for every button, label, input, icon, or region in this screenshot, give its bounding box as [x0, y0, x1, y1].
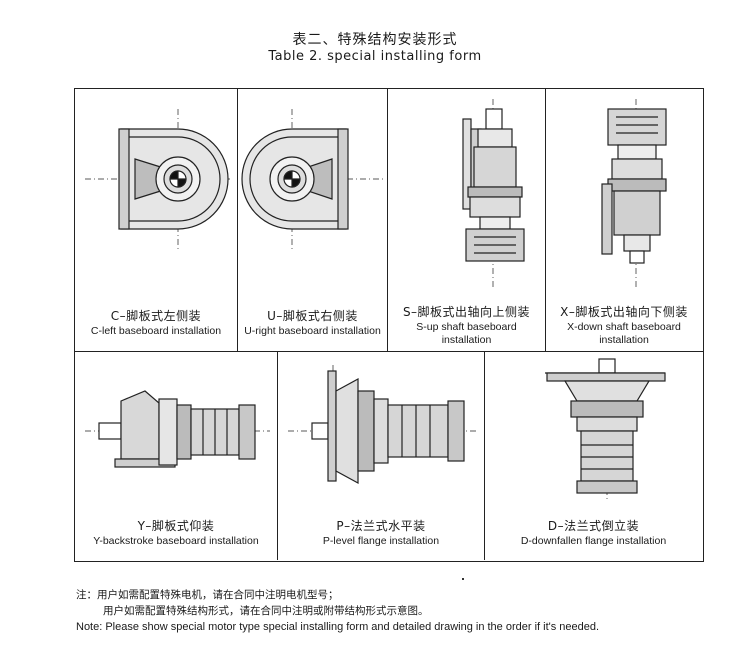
note-line-1: 注：用户如需配置特殊电机，请在合同中注明电机型号； [76, 589, 339, 601]
u-right-baseboard-drawing [241, 109, 383, 249]
cell-caption-en: P-level flange installation [322, 535, 440, 547]
note-line-3: Note: Please show special motor type spe… [76, 621, 600, 633]
table-row-bottom: Y–脚板式仰装 Y-backstroke baseboard installat… [75, 351, 703, 560]
cell-p-level-flange: P–法兰式水平装 P-level flange installation [277, 351, 484, 560]
cell-c-left: C–脚板式左侧装 C-left baseboard installation [75, 89, 237, 351]
cell-caption-cn: C–脚板式左侧装 [110, 309, 202, 323]
s-up-shaft-drawing [462, 99, 525, 289]
cell-caption-en: C-left baseboard installation [90, 325, 222, 337]
cell-caption-cn: Y–脚板式仰装 [137, 519, 215, 533]
x-down-shaft-drawing [601, 99, 667, 289]
cell-caption-cn: X–脚板式出轴向下侧装 [560, 305, 688, 319]
c-left-baseboard-drawing [85, 109, 230, 249]
cell-d-downfallen-flange: D–法兰式倒立装 D-downfallen flange installatio… [484, 351, 702, 560]
table-title-en: Table 2. special installing form [268, 49, 482, 64]
stray-dot [462, 578, 464, 580]
notes: 注：用户如需配置特殊电机，请在合同中注明电机型号； 用户如需配置特殊结构形式，请… [76, 587, 716, 635]
cell-caption-cn: P–法兰式水平装 [336, 519, 426, 533]
cell-caption-cn: S–脚板式出轴向上侧装 [402, 305, 531, 319]
cell-caption-en: D-downfallen flange installation [520, 535, 667, 547]
cell-caption-cn: D–法兰式倒立装 [547, 519, 640, 533]
cell-y-backstroke: Y–脚板式仰装 Y-backstroke baseboard installat… [75, 351, 277, 560]
cell-caption-cn: U–脚板式右侧装 [267, 309, 358, 323]
cell-caption-en: Y-backstroke baseboard installation [93, 535, 259, 547]
table-row-top: C–脚板式左侧装 C-left baseboard installation [75, 89, 703, 352]
installation-table: C–脚板式左侧装 C-left baseboard installation [74, 88, 704, 562]
cell-s-up: S–脚板式出轴向上侧装 S-up shaft baseboard install… [387, 89, 545, 351]
d-downfallen-flange-drawing [545, 358, 666, 501]
table-title-cn: 表二、特殊结构安装形式 [292, 32, 458, 48]
note-line-2: 用户如需配置特殊结构形式，请在合同中注明或附带结构形式示意图。 [103, 605, 429, 617]
y-backstroke-drawing [85, 390, 270, 468]
cell-x-down: X–脚板式出轴向下侧装 X-down shaft baseboard insta… [545, 89, 702, 351]
cell-u-right: U–脚板式右侧装 U-right baseboard installation [237, 89, 387, 351]
cell-caption-en: X-down shaft baseboard installation [567, 321, 681, 346]
cell-caption-en: U-right baseboard installation [244, 325, 381, 337]
cell-caption-en: S-up shaft baseboard installation [416, 321, 517, 346]
p-level-flange-drawing [288, 365, 478, 485]
